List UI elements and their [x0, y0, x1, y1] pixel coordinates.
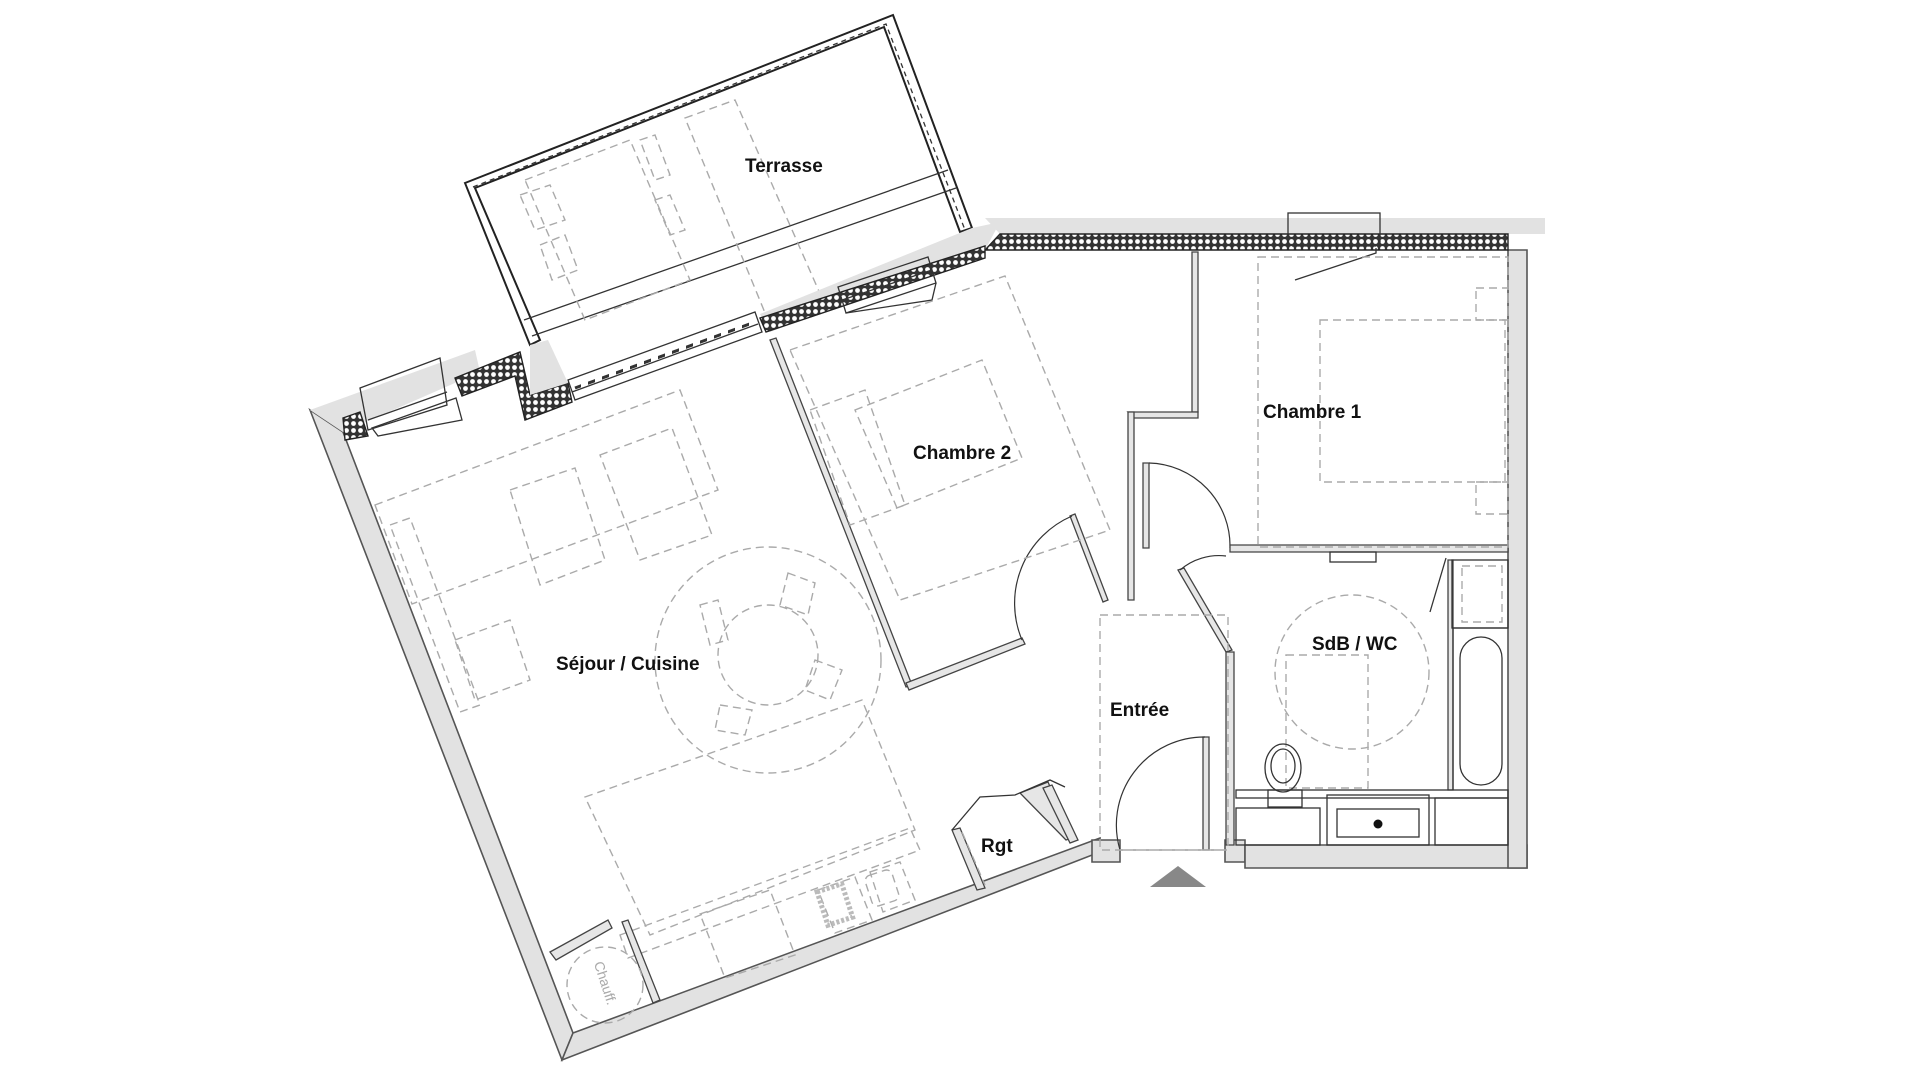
room-label-chambre2: Chambre 2 — [913, 443, 1012, 464]
partitions — [769, 251, 1509, 851]
window-living-left — [359, 357, 463, 437]
terrace-railing — [463, 13, 974, 347]
rangement — [951, 779, 1079, 891]
furniture — [374, 256, 1509, 1024]
bathtub-icon — [1459, 636, 1503, 786]
entree — [1099, 614, 1229, 887]
terrace — [463, 13, 974, 347]
room-label-terrasse: Terrasse — [745, 156, 823, 177]
bathroom-fixtures — [1235, 557, 1509, 846]
room-label-rgt: Rgt — [981, 836, 1013, 857]
outer-walls — [308, 218, 1545, 1063]
sink-icon — [1336, 808, 1420, 838]
room-label-sdb: SdB / WC — [1312, 634, 1398, 655]
room-label-entree: Entrée — [1110, 700, 1170, 721]
window-chambre2 — [837, 256, 937, 314]
window-living-terrace — [567, 311, 763, 401]
room-label-chambre1: Chambre 1 — [1263, 402, 1362, 423]
cooktop-icon — [813, 880, 856, 929]
windows — [359, 212, 1381, 437]
entrance-arrow-icon — [1150, 866, 1206, 887]
room-label-sejour: Séjour / Cuisine — [556, 654, 700, 675]
window-chambre1 — [1287, 212, 1381, 281]
